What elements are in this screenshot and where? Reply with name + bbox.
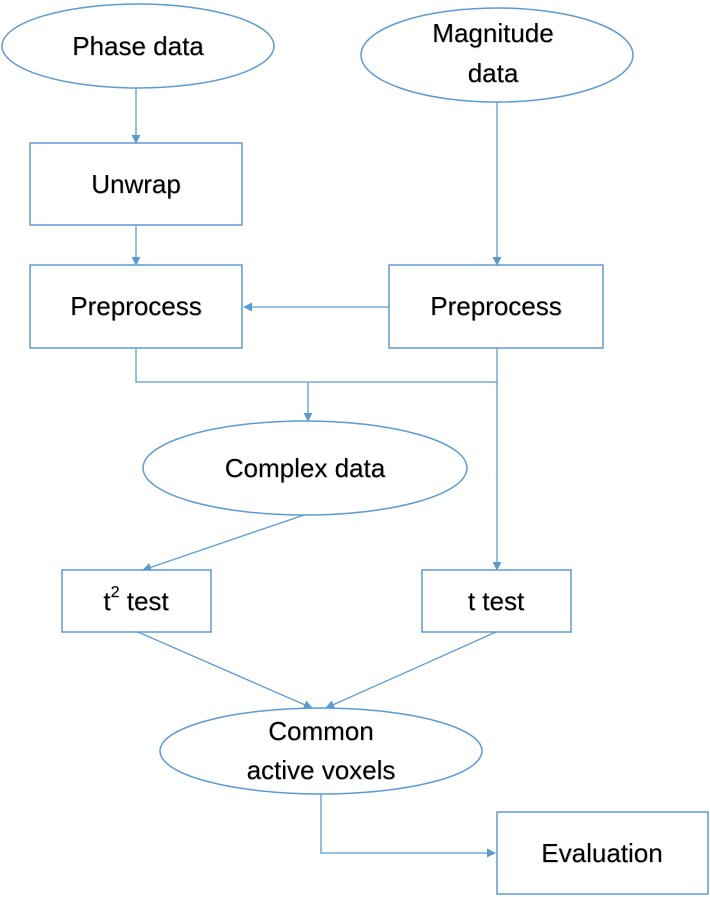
node-preprocess-right-label: Preprocess xyxy=(430,291,562,321)
node-preprocess-left: Preprocess xyxy=(29,264,243,349)
node-t-test: t test xyxy=(421,569,572,633)
node-unwrap: Unwrap xyxy=(29,142,243,226)
node-magnitude-data-label-line2: data xyxy=(468,58,519,88)
t2-rest: test xyxy=(120,586,170,616)
edge-common-to-evaluation xyxy=(320,794,496,858)
node-evaluation: Evaluation xyxy=(496,811,709,895)
node-common-active-voxels-label-line2: active voxels xyxy=(247,755,396,785)
node-t-test-label: t test xyxy=(468,586,525,616)
node-phase-data: Phase data xyxy=(1,3,275,89)
node-preprocess-right: Preprocess xyxy=(388,264,604,349)
node-magnitude-data-label-line1: Magnitude xyxy=(432,18,553,48)
connectors xyxy=(131,88,502,858)
t2-superscript: 2 xyxy=(111,584,120,601)
edge-t2test-to-common xyxy=(137,631,313,709)
edge-complex-to-t2test xyxy=(142,514,305,572)
node-magnitude-data: Magnitude data xyxy=(360,7,634,103)
node-phase-data-label: Phase data xyxy=(72,31,204,61)
node-t2-test: t2 test xyxy=(61,569,212,633)
node-t2-test-label: t2 test xyxy=(103,584,169,616)
node-evaluation-label: Evaluation xyxy=(541,838,662,868)
node-preprocess-left-label: Preprocess xyxy=(70,291,202,321)
node-common-active-voxels-label-line1: Common xyxy=(268,716,373,746)
node-common-active-voxels: Common active voxels xyxy=(159,707,483,795)
node-complex-data-label: Complex data xyxy=(225,453,386,483)
edge-ttest-to-common xyxy=(325,631,497,709)
edge-preprocess-merge xyxy=(135,348,497,383)
node-complex-data: Complex data xyxy=(142,420,468,516)
node-unwrap-label: Unwrap xyxy=(91,169,181,199)
t2-base: t xyxy=(103,586,111,616)
